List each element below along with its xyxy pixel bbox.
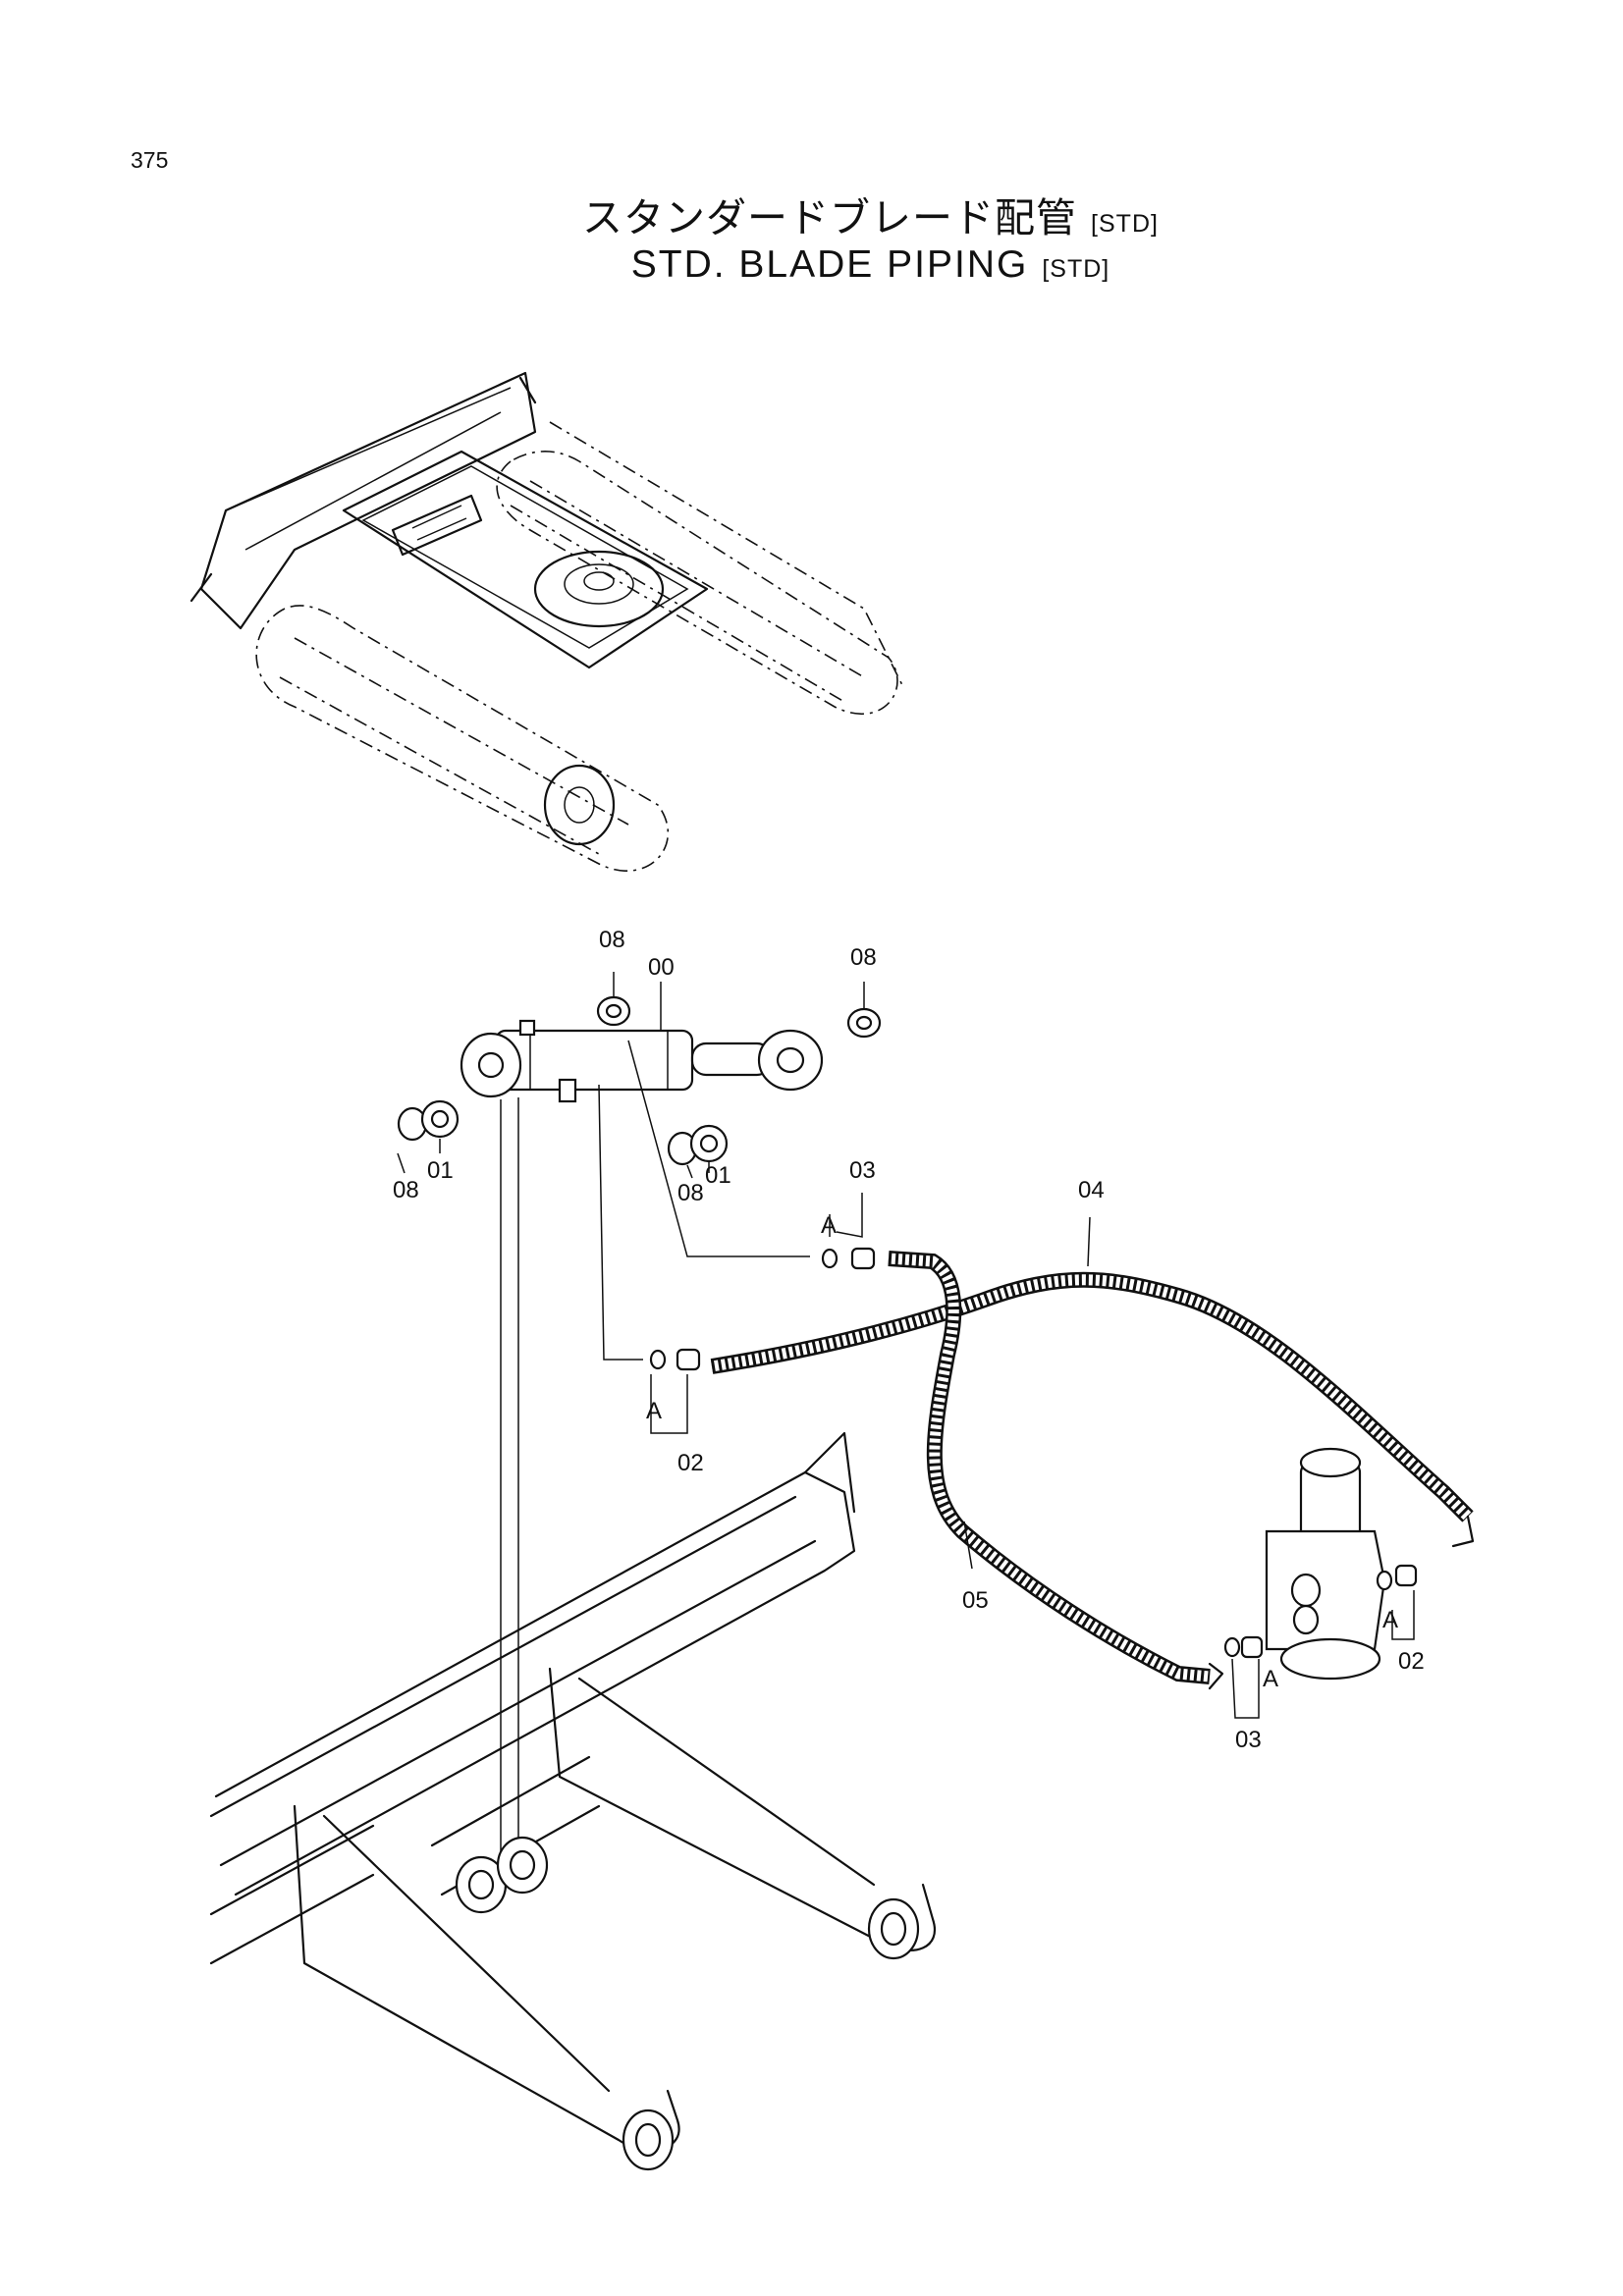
title-jp-tag: [STD] (1091, 210, 1159, 238)
page-title-english: STD. BLADE PIPING [STD] (0, 243, 1623, 287)
callout-01-middle: 01 (705, 1162, 731, 1189)
ref-a-left: A (646, 1398, 662, 1424)
callout-08-middle: 08 (677, 1180, 704, 1206)
callout-02-right: 02 (1398, 1648, 1425, 1675)
fittings-cylinder-side (649, 1247, 876, 1371)
callout-03-bottom: 03 (1235, 1727, 1262, 1753)
callout-08-left: 08 (393, 1177, 419, 1203)
callout-03-top: 03 (849, 1157, 876, 1184)
hoses (710, 1251, 1475, 1690)
page-number: 375 (131, 147, 169, 173)
leader-lines (397, 972, 1415, 1719)
track-frame (209, 1431, 936, 2171)
callout-05: 05 (962, 1587, 989, 1614)
title-jp-text: スタンダードブレード配管 (582, 195, 1078, 240)
undercarriage-overview (189, 371, 904, 872)
callout-04: 04 (1078, 1177, 1105, 1203)
ref-a-top: A (821, 1212, 837, 1239)
bushings-and-seals (397, 995, 882, 1166)
connection-lines (500, 1040, 810, 1870)
callout-01-left: 01 (427, 1157, 454, 1184)
callout-08-top-right: 08 (850, 944, 877, 971)
callout-02-left: 02 (677, 1450, 704, 1476)
callout-labels: 00 08 08 08 01 08 01 03 A A 02 04 05 A 0… (393, 927, 1425, 1753)
title-en-tag: [STD] (1042, 255, 1110, 283)
blade-cylinder (460, 1019, 824, 1103)
callout-00: 00 (648, 954, 675, 981)
ref-a-bottom: A (1263, 1666, 1278, 1692)
page-title-japanese: スタンダードブレード配管 [STD] (0, 185, 1623, 243)
ref-a-right: A (1382, 1607, 1398, 1633)
title-en-text: STD. BLADE PIPING (630, 243, 1029, 286)
callout-08-top-left: 08 (599, 927, 625, 953)
center-joint (1223, 1447, 1418, 1681)
